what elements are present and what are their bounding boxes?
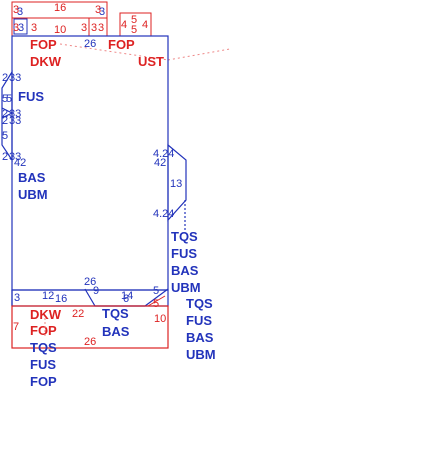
label-bas-left: BAS bbox=[18, 170, 46, 185]
label-right-stack2-2: FUS bbox=[186, 313, 212, 328]
dim-foot-10: 22 bbox=[72, 308, 84, 320]
dim-right-4: 4.24 bbox=[153, 208, 174, 220]
label-bottom-2: FOP bbox=[30, 323, 57, 338]
dim-top-d: 3 bbox=[99, 6, 105, 18]
dim-foot-8: 5 bbox=[153, 285, 159, 297]
dim-left-3: 5 bbox=[2, 93, 8, 105]
dim-left-10: 2 bbox=[2, 151, 8, 163]
label-right-stack2-4: UBM bbox=[186, 347, 216, 362]
label-bottom-3: TQS bbox=[30, 340, 57, 355]
dim-foot-1: 26 bbox=[84, 276, 96, 288]
label-bottom-mid-2: BAS bbox=[102, 324, 130, 339]
label-right-stack2-3: BAS bbox=[186, 330, 214, 345]
left-tick-b bbox=[1, 112, 13, 119]
dim-foot-2: 3 bbox=[14, 292, 20, 304]
dim-left-1: 2 bbox=[2, 72, 8, 84]
label-right-stack2-1: TQS bbox=[186, 296, 213, 311]
footer-dim-numbers: 26 3 12 16 9 14 6 5 5 22 10 7 26 bbox=[13, 276, 166, 348]
top-row2-inner-left bbox=[13, 18, 28, 35]
dim-row2-c: 3 bbox=[31, 22, 37, 34]
label-right-stack-3: BAS bbox=[171, 263, 199, 278]
left-tick-a bbox=[1, 107, 13, 114]
label-bottom-4: FUS bbox=[30, 357, 56, 372]
label-ust: UST bbox=[138, 54, 164, 69]
dim-left-5: 2 bbox=[2, 108, 8, 120]
label-right-stack-2: FUS bbox=[171, 246, 197, 261]
label-fus-left: FUS bbox=[18, 89, 44, 104]
label-right-stack-4: UBM bbox=[171, 280, 201, 295]
dim-foot-5: 9 bbox=[93, 285, 99, 297]
dim-row2-e: 3 bbox=[91, 22, 97, 34]
dim-foot-9: 5 bbox=[153, 298, 159, 310]
top-dim-numbers: 3 3 16 3 3 3 3 3 10 3 3 3 4 5 5 4 26 bbox=[13, 2, 148, 50]
dim-foot-11: 10 bbox=[154, 313, 166, 325]
label-ubm-left: UBM bbox=[18, 187, 48, 202]
dim-top-b: 3 bbox=[17, 6, 23, 18]
dim-foot-4: 16 bbox=[55, 293, 67, 305]
label-bottom-5: FOP bbox=[30, 374, 57, 389]
dim-foot-3: 12 bbox=[42, 290, 54, 302]
dim-row2-f: 3 bbox=[98, 22, 104, 34]
dim-left-4: 5 bbox=[6, 93, 12, 105]
dim-left-8: 33 bbox=[9, 115, 21, 127]
dim-row2-a: 3 bbox=[13, 22, 19, 34]
dim-left-2: 33 bbox=[9, 72, 21, 84]
label-bottom-mid-1: TQS bbox=[102, 306, 129, 321]
dim-box-tr-c: 5 bbox=[131, 24, 137, 36]
dotted-guide-1 bbox=[59, 43, 169, 61]
right-bump bbox=[167, 143, 187, 222]
dim-right-1: 4.24 bbox=[153, 148, 174, 160]
label-right-stack-1: TQS bbox=[171, 229, 198, 244]
dim-foot-13: 26 bbox=[84, 336, 96, 348]
dim-left-6: 33 bbox=[9, 108, 21, 120]
label-fop-left: FOP bbox=[30, 37, 57, 52]
dim-foot-7: 6 bbox=[123, 293, 129, 305]
dim-left-11: 33 bbox=[9, 151, 21, 163]
label-dkw-top: DKW bbox=[30, 54, 62, 69]
label-fop-right: FOP bbox=[108, 37, 135, 52]
dim-foot-12: 7 bbox=[13, 321, 19, 333]
dim-right-2: 42 bbox=[154, 157, 166, 169]
dim-left-7: 2 bbox=[2, 115, 8, 127]
dotted-guide-2 bbox=[167, 48, 231, 61]
dim-row2-mid: 10 bbox=[54, 24, 66, 36]
dim-top-c: 3 bbox=[95, 4, 101, 16]
dim-top-mid: 16 bbox=[54, 2, 66, 14]
dim-row2-b: 3 bbox=[18, 22, 24, 34]
dim-box-tr-d: 4 bbox=[142, 19, 148, 31]
dim-left-12: 42 bbox=[14, 157, 26, 169]
right-dim-numbers: 4.24 42 13 4.24 bbox=[153, 148, 182, 220]
main-rect bbox=[11, 35, 169, 291]
dim-box-tr-a: 4 bbox=[121, 19, 127, 31]
label-bottom-1: DKW bbox=[30, 307, 62, 322]
bottom-red-tick bbox=[147, 295, 166, 307]
dim-top-a: 3 bbox=[13, 4, 19, 16]
area-labels: FOP DKW FOP UST FUS BAS UBM TQS FUS BAS … bbox=[18, 37, 216, 389]
left-dim-numbers: 2 33 5 5 2 33 2 33 5 2 33 42 bbox=[2, 72, 26, 169]
dim-box-tr-b: 5 bbox=[131, 14, 137, 26]
bottom-red-box bbox=[11, 305, 169, 349]
left-bump bbox=[1, 69, 13, 162]
dim-head-mid: 26 bbox=[84, 38, 96, 50]
dim-row2-d: 3 bbox=[81, 22, 87, 34]
dim-left-9: 5 bbox=[2, 130, 8, 142]
dim-foot-6: 14 bbox=[121, 290, 133, 302]
dim-right-3: 13 bbox=[170, 178, 182, 190]
